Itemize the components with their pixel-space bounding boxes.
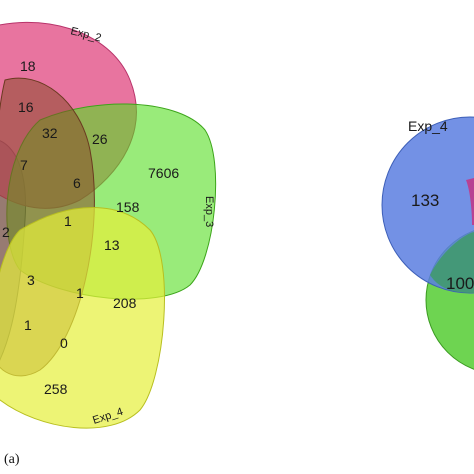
venn-right: Exp_4 133 100 (381, 116, 474, 370)
region-count: 100 (446, 274, 474, 293)
venn-right-overlap (430, 232, 474, 293)
region-count: 0 (60, 335, 68, 351)
panel-label: (a) (4, 452, 20, 467)
region-count: 16 (18, 99, 34, 115)
venn-right-set-magenta (466, 178, 474, 225)
region-count: 26 (92, 131, 108, 147)
region-count: 7 (20, 157, 28, 173)
region-count: 258 (44, 381, 68, 397)
region-count: 7606 (148, 165, 179, 181)
region-count: 1 (64, 213, 72, 229)
venn-left-set-exp4 (0, 207, 165, 429)
region-count: 158 (116, 199, 140, 215)
region-count: 133 (411, 191, 439, 210)
region-count: 2 (2, 224, 10, 240)
set-label-exp4-right: Exp_4 (408, 118, 448, 134)
region-count: 32 (42, 125, 58, 141)
region-count: 18 (20, 58, 36, 74)
region-count: 3 (27, 272, 35, 288)
region-count: 13 (104, 237, 120, 253)
venn-left: Exp_2 Exp_3 Exp_4 18 16 32 26 7606 7 6 1… (0, 21, 217, 429)
region-count: 1 (76, 285, 84, 301)
region-count: 208 (113, 295, 137, 311)
set-label-exp3: Exp_3 (203, 196, 215, 227)
region-count: 6 (73, 175, 81, 191)
region-count: 1 (24, 317, 32, 333)
